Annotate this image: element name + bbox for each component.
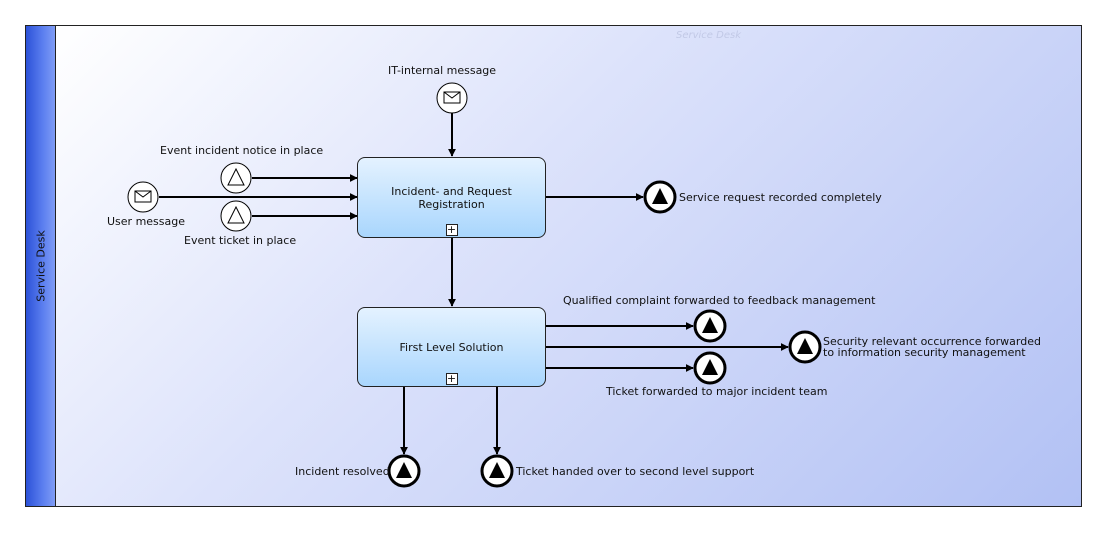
filled-triangle-icon <box>702 359 718 375</box>
expand-subprocess-icon[interactable]: + <box>445 223 458 236</box>
user-message-event[interactable] <box>127 181 159 213</box>
lane-body: Service Desk <box>56 26 1081 506</box>
triangle-icon <box>227 167 245 186</box>
ticket-second-level-end-event[interactable] <box>480 454 514 488</box>
security-relevant-end-event[interactable] <box>788 330 822 364</box>
filled-triangle-icon <box>797 338 813 354</box>
user-message-label: User message <box>107 215 186 228</box>
triangle-icon <box>227 205 245 224</box>
envelope-icon <box>443 91 461 104</box>
ticket-major-incident-label: Ticket forwarded to major incident team <box>606 385 828 398</box>
service-request-recorded-end-event[interactable] <box>643 180 677 214</box>
security-relevant-label-line2: to information security management <box>823 346 1026 359</box>
expand-subprocess-icon[interactable]: + <box>445 372 458 385</box>
event-incident-notice-label: Event incident notice in place <box>160 144 324 157</box>
security-relevant-label-line1: Security relevant occurrence forwarded <box>823 335 1041 348</box>
qualified-complaint-label: Qualified complaint forwarded to feedbac… <box>563 294 876 307</box>
first-level-solution-label: First Level Solution <box>399 340 504 354</box>
registration-task-label: Incident- and Request Registration <box>391 184 512 211</box>
first-level-solution-task[interactable]: First Level Solution + <box>357 307 546 387</box>
it-internal-message-event[interactable] <box>436 82 468 114</box>
event-ticket-event[interactable] <box>220 200 252 232</box>
registration-task[interactable]: Incident- and Request Registration + <box>357 157 546 238</box>
incident-resolved-label: Incident resolved <box>295 465 390 478</box>
event-ticket-label: Event ticket in place <box>184 234 297 247</box>
filled-triangle-icon <box>396 462 412 478</box>
qualified-complaint-end-event[interactable] <box>693 309 727 343</box>
lane-title: Service Desk <box>676 30 741 41</box>
envelope-icon <box>134 190 152 203</box>
ticket-second-level-label: Ticket handed over to second level suppo… <box>516 465 755 478</box>
event-incident-notice-event[interactable] <box>220 162 252 194</box>
service-desk-pool: Service Desk Service Desk <box>25 25 1082 507</box>
lane-header[interactable]: Service Desk <box>26 26 56 506</box>
it-internal-message-label: IT-internal message <box>388 64 497 77</box>
service-request-recorded-label: Service request recorded completely <box>679 191 882 204</box>
ticket-major-incident-end-event[interactable] <box>693 351 727 385</box>
filled-triangle-icon <box>652 188 668 204</box>
filled-triangle-icon <box>702 317 718 333</box>
filled-triangle-icon <box>489 462 505 478</box>
incident-resolved-end-event[interactable] <box>387 454 421 488</box>
